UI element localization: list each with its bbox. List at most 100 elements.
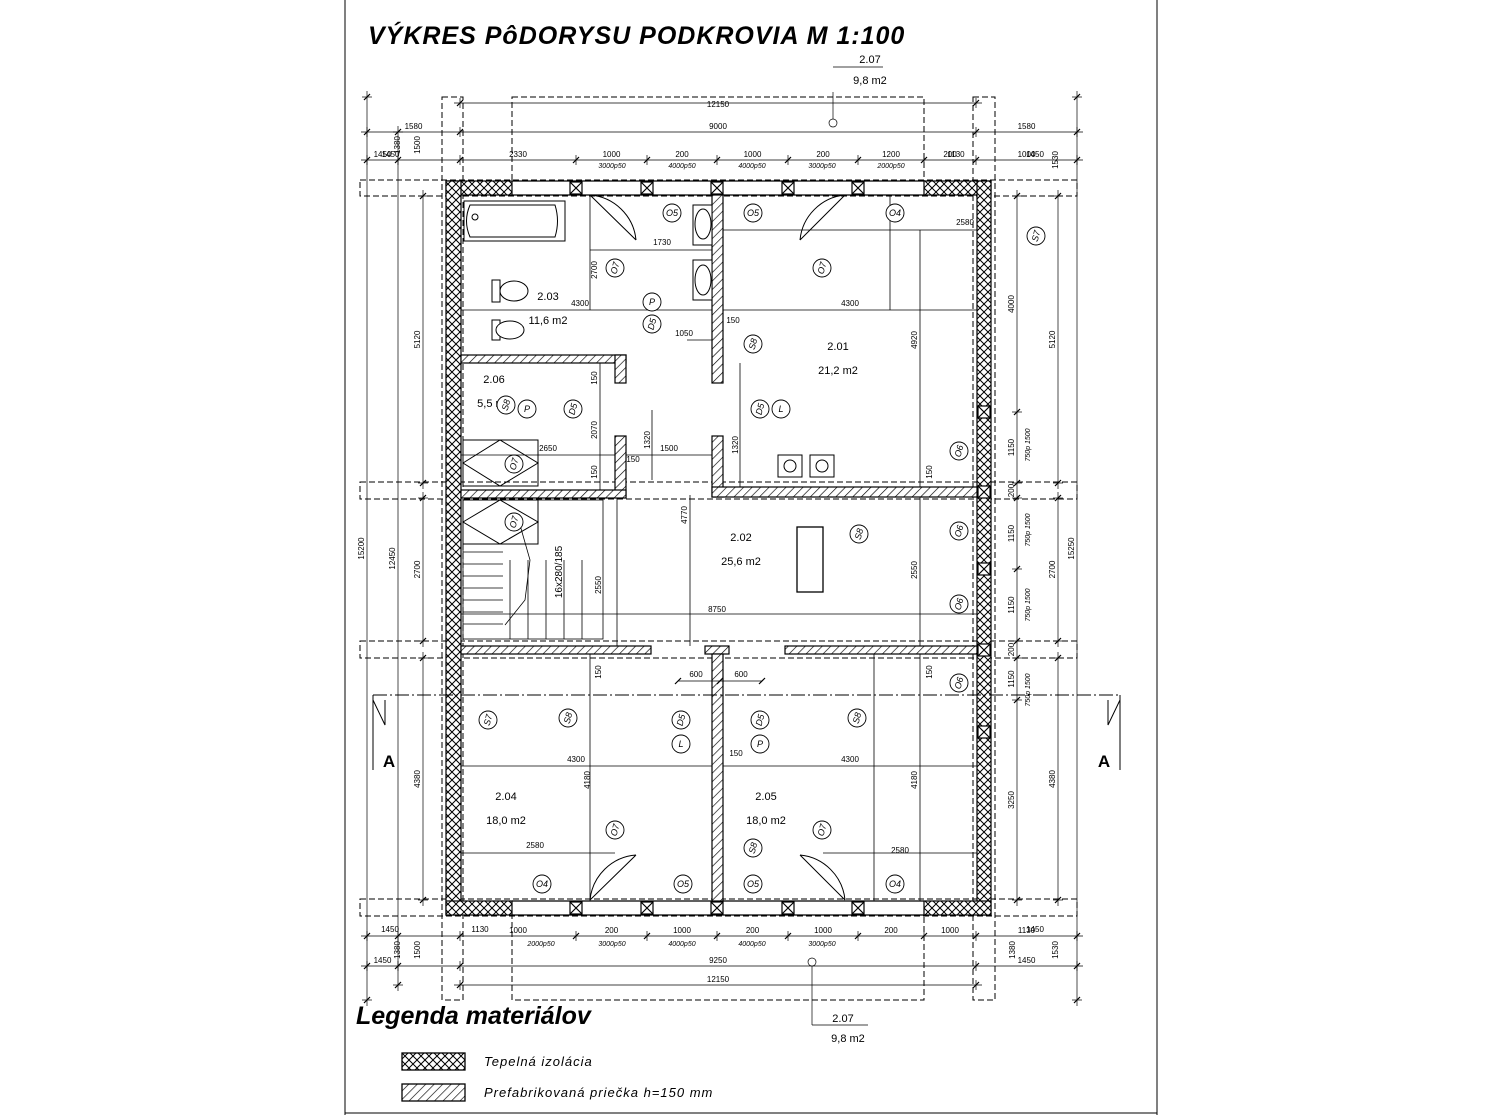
mark-circle [750, 734, 770, 754]
dim-label: 2700 [413, 560, 422, 578]
mark-label: O7 [816, 822, 829, 837]
dim-label: 200 [884, 926, 898, 935]
dim-label: 2580 [526, 841, 544, 850]
mark-label: O6 [953, 524, 966, 538]
dim-label: 1450 [1018, 956, 1036, 965]
mark-circle [504, 512, 524, 532]
dim-label: 4000p50 [738, 163, 765, 170]
dim-label: 5120 [1048, 330, 1057, 348]
dim-tick [674, 677, 682, 685]
dim-label: 1130 [1018, 926, 1036, 935]
section-label-left: A [383, 752, 395, 771]
dim-label: 9000 [709, 122, 727, 131]
room-number-2.03: 2.03 [537, 291, 558, 303]
dim-label: 1530 [1051, 941, 1060, 959]
mark-circle [743, 874, 763, 894]
dim-label: 1500 [413, 941, 422, 959]
dim-label: 200 [816, 150, 830, 159]
mark-label: S8 [851, 711, 864, 724]
room-number-2.04: 2.04 [495, 791, 516, 803]
dim-label: 150 [590, 465, 599, 479]
mark-label: D5 [675, 712, 688, 727]
mark-label: P [757, 739, 763, 749]
legend-item-partition: Prefabrikovaná priečka h=150 mm [484, 1085, 714, 1100]
dim-label: 4300 [571, 299, 589, 308]
dim-label: 150 [626, 455, 640, 464]
dim-label: 2330 [509, 150, 527, 159]
dim-label: 200 [1007, 483, 1016, 497]
mark-circle [1026, 226, 1046, 246]
mark-label: O6 [953, 444, 966, 458]
mark-circle [673, 874, 693, 894]
mark-label: O4 [536, 879, 548, 889]
dim-label: 3000p50 [808, 941, 835, 948]
dim-label: 1450 [382, 150, 400, 159]
bottom-callout-area: 9,8 m2 [831, 1033, 865, 1045]
mark-circle [949, 441, 969, 461]
dim-label: 150 [729, 749, 743, 758]
mark-circle [605, 258, 625, 278]
dim-tick [716, 677, 724, 685]
mark-label: L [778, 404, 783, 414]
mark-circle [949, 521, 969, 541]
dim-label: 2000p50 [526, 941, 554, 948]
top-callout-area: 9,8 m2 [853, 75, 887, 87]
mark-circle [605, 820, 625, 840]
room-area-2.05: 18,0 m2 [746, 815, 786, 827]
dim-label: 1000 [814, 926, 832, 935]
dim-label: 1320 [731, 436, 740, 454]
legend-title: Legenda materiálov [356, 1002, 591, 1030]
dim-label: 1000 [744, 150, 762, 159]
window-mark [710, 901, 724, 915]
dim-label: 2650 [539, 444, 557, 453]
dim-label: 3000p50 [808, 163, 835, 170]
dim-label: 150 [726, 316, 740, 325]
mark-label: O5 [747, 879, 760, 889]
window-mark [977, 405, 991, 419]
mark-circle [496, 395, 516, 415]
room-number-2.02: 2.02 [730, 532, 751, 544]
mark-circle [743, 334, 763, 354]
mark-circle [885, 203, 905, 223]
mark-label: D5 [646, 316, 659, 331]
mark-circle [642, 292, 662, 312]
room-number-2.06: 2.06 [483, 374, 504, 386]
room-number-2.01: 2.01 [827, 341, 848, 353]
dim-label: 1000 [509, 926, 527, 935]
mark-circle [849, 524, 869, 544]
dim-label: 1730 [653, 238, 671, 247]
section-label-right: A [1098, 752, 1110, 771]
dim-label: 150 [590, 371, 599, 385]
mark-label: D5 [754, 401, 767, 416]
dim-label: 1050 [675, 329, 693, 338]
mark-label: O6 [953, 676, 966, 690]
dim-label: 750p 1500 [1025, 588, 1032, 621]
dim-label: 750p 1500 [1025, 428, 1032, 461]
window-mark [569, 901, 583, 915]
dim-label: 1530 [1051, 151, 1060, 169]
dim-label: 150 [925, 465, 934, 479]
mark-circle [812, 258, 832, 278]
mark-circle [532, 874, 552, 894]
window-mark [977, 725, 991, 739]
window-mark [851, 181, 865, 195]
legend-item-insulation: Tepelná izolácia [484, 1054, 593, 1069]
dim-label: 1150 [1007, 670, 1016, 688]
mark-label: O7 [816, 260, 829, 275]
dim-label: 750p 1500 [1025, 513, 1032, 546]
dim-label: 1500 [413, 136, 422, 154]
mark-circle [642, 314, 662, 334]
dim-label: 4920 [910, 331, 919, 349]
dim-label: 1000 [941, 926, 959, 935]
mark-label: S8 [562, 711, 575, 724]
dim-label: 2000p50 [876, 163, 904, 170]
mark-label: D5 [754, 712, 767, 727]
legend-partition-swatch [401, 1083, 466, 1102]
mark-label: P [524, 404, 530, 414]
dim-label: 4770 [680, 506, 689, 524]
dim-label: 12450 [388, 547, 397, 570]
room-number-2.05: 2.05 [755, 791, 776, 803]
mark-circle [662, 203, 682, 223]
